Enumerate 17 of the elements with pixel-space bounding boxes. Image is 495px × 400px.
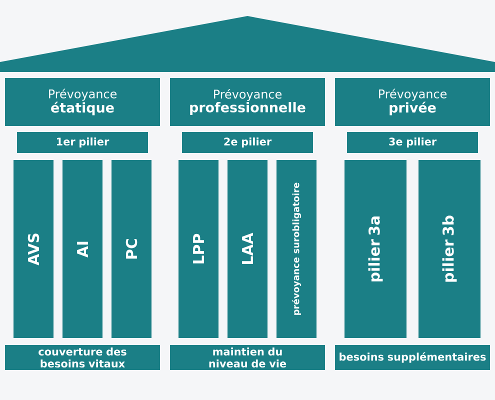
- purpose-band: couverture des besoins vitaux: [5, 345, 160, 370]
- pillar-heading-box: Prévoyance professionnelle: [170, 78, 325, 126]
- pillar-heading-box: Prévoyance privée: [335, 78, 490, 126]
- pillar-column: PC: [112, 160, 152, 338]
- pillar-column: AI: [62, 160, 102, 338]
- pillar-column: pilier 3b: [418, 160, 480, 338]
- pillar-heading-box: Prévoyance étatique: [5, 78, 160, 126]
- pillar-column: AVS: [14, 160, 54, 338]
- pillar-label-band: 2e pilier: [182, 132, 313, 153]
- purpose-band: besoins supplémentaires: [335, 345, 490, 370]
- pillar-label-band: 3e pilier: [347, 132, 478, 153]
- pillar-column: LPP: [178, 160, 218, 338]
- pillar-column: prévoyance surobligatoire: [276, 160, 316, 338]
- purpose-band: maintien du niveau de vie: [170, 345, 325, 370]
- pillar-column: LAA: [228, 160, 268, 338]
- pillar-label-band: 1er pilier: [17, 132, 148, 153]
- pillar-column: pilier 3a: [344, 160, 406, 338]
